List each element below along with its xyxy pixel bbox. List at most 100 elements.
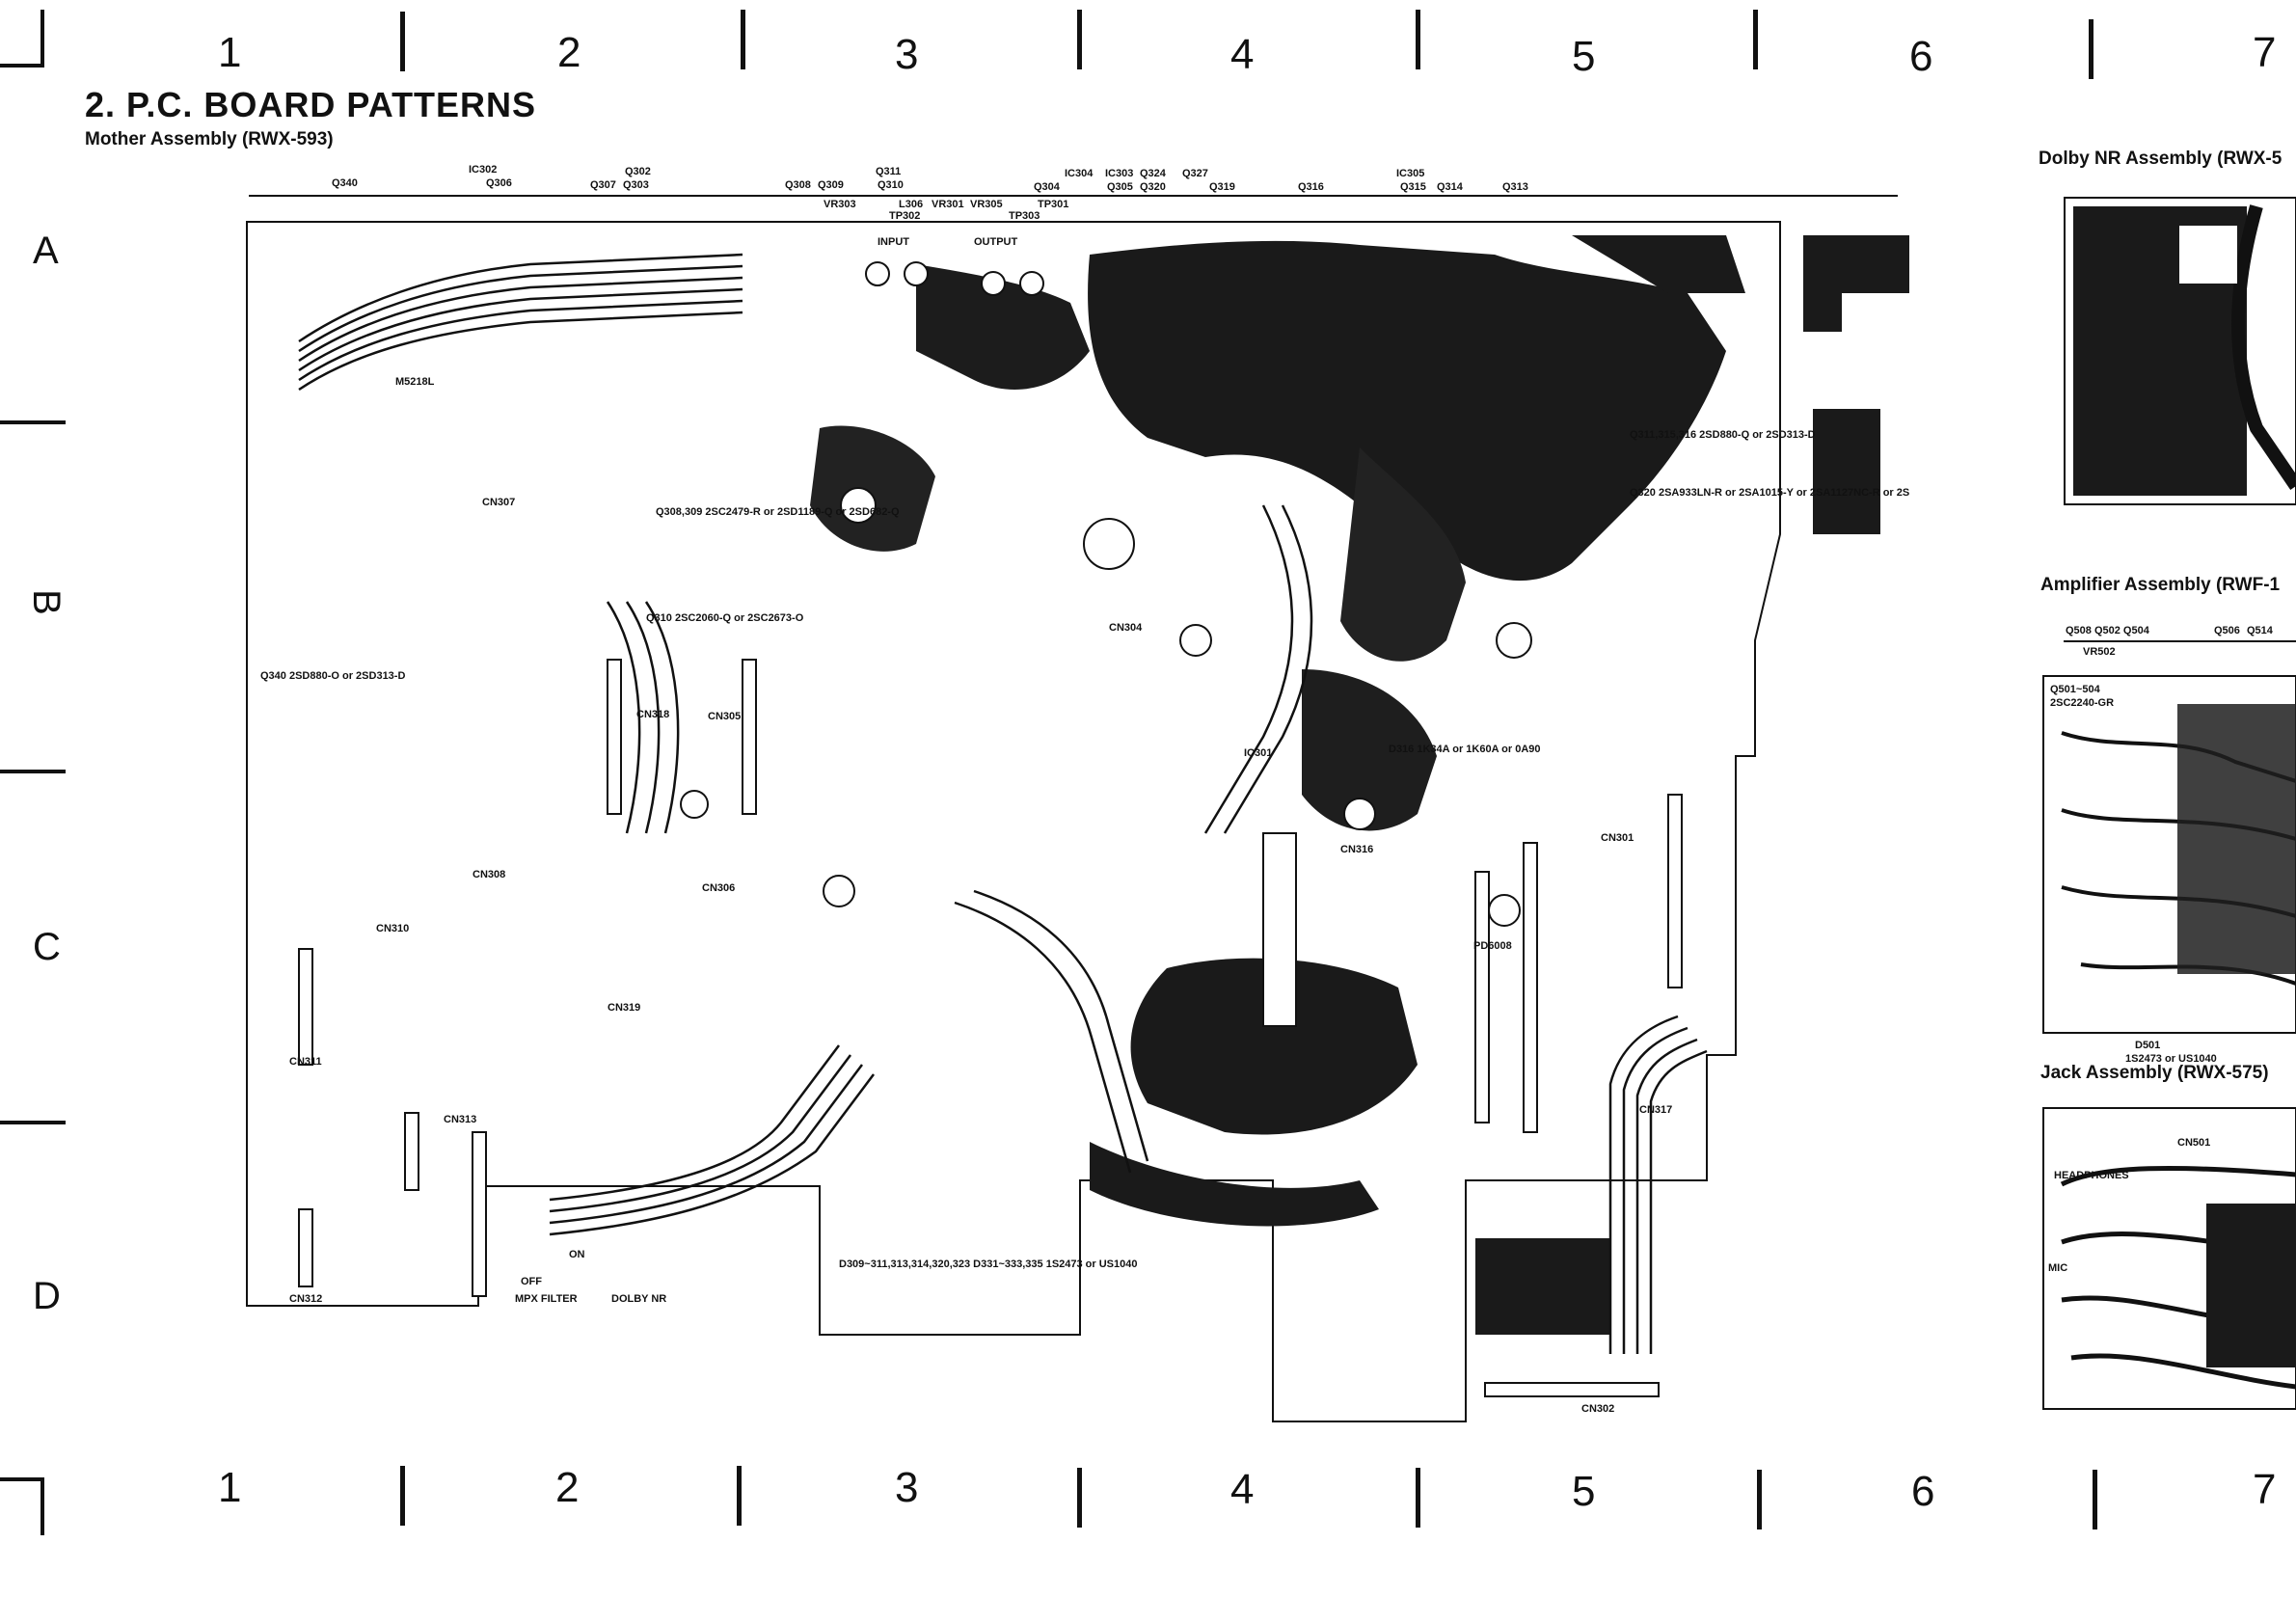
header-label: Q514 <box>2247 625 2273 636</box>
column-number-bottom: 1 <box>218 1464 242 1511</box>
copper-region <box>1572 235 1745 293</box>
header-label: Q314 <box>1437 181 1463 193</box>
header-label: Q319 <box>1209 181 1235 193</box>
row-letter: B <box>24 589 68 615</box>
col-separator-top <box>741 10 745 69</box>
row-separator <box>0 420 66 424</box>
col-separator-bottom <box>400 1466 405 1526</box>
col-separator-bottom <box>1416 1468 1420 1528</box>
row-letter: C <box>33 926 61 968</box>
connector-label: CN307 <box>482 497 515 508</box>
amplifier-pcb: Q501~504 2SC2240-GR D501 <box>2042 675 2296 1034</box>
column-number-bottom: 7 <box>2253 1466 2277 1513</box>
column-number-bottom: 3 <box>895 1464 919 1511</box>
col-separator-top <box>1416 10 1420 69</box>
connector-label: CN304 <box>1109 622 1143 634</box>
header-label: Q508 Q502 Q504 <box>2066 625 2149 636</box>
amplifier-assembly-title: Amplifier Assembly (RWF-1 <box>2040 575 2281 595</box>
header-label: IC303 <box>1105 168 1134 179</box>
note-label: Q340 2SD880-O or 2SD313-D <box>260 670 405 682</box>
column-number-top: 5 <box>1572 33 1596 80</box>
mother-pcb-diagram: INPUT OUTPUT M5218L CN307 CN318 CN305 CN… <box>246 221 1909 1422</box>
trace-bundle <box>298 253 1708 1354</box>
header-label: Q324 <box>1140 168 1166 179</box>
header-label: VR303 <box>824 199 856 210</box>
col-separator-top <box>400 12 405 71</box>
copper-region <box>1813 409 1880 534</box>
board-outline <box>246 221 1781 1422</box>
component-pads <box>680 261 1532 927</box>
header-label: Q313 <box>1502 181 1528 193</box>
column-number-top: 4 <box>1230 31 1255 78</box>
switch-label: DOLBY NR <box>611 1293 666 1305</box>
row-letter: D <box>33 1275 61 1317</box>
header-rule <box>2064 640 2296 642</box>
header-label: Q316 <box>1298 181 1324 193</box>
header-rule <box>249 195 1898 197</box>
note-label: Q310 2SC2060-Q or 2SC2673-O <box>646 612 804 624</box>
connector-label: CN313 <box>444 1114 476 1125</box>
header-label: VR502 <box>2083 646 2116 658</box>
note-label: Q311,315,316 2SD880-Q or 2SD313-D <box>1630 429 1816 441</box>
connector-label: CN301 <box>1601 832 1634 844</box>
note-label: 2SC2240-GR <box>2050 697 2114 709</box>
copper-region <box>2177 704 2296 974</box>
dolby-nr-pcb <box>2064 197 2296 505</box>
connector-label: CN302 <box>1581 1403 1614 1415</box>
row-separator <box>0 770 66 773</box>
column-number-top: 1 <box>218 29 242 76</box>
copper-region <box>2206 1204 2296 1367</box>
copper-trace <box>2231 204 2296 490</box>
switch-label: ON <box>569 1249 585 1260</box>
note-label: D309~311,313,314,320,323 D331~333,335 1S… <box>839 1259 1138 1270</box>
column-number-top: 3 <box>895 31 919 78</box>
note-label: D316 1K34A or 1K60A or 0A90 <box>1389 744 1541 755</box>
copper-region <box>1088 240 1726 582</box>
connector-label: CN318 <box>636 709 669 720</box>
jack-pcb: HEADPHONES CN501 MIC <box>2042 1107 2296 1410</box>
connector-label: CN501 <box>2177 1137 2210 1149</box>
header-label: IC304 <box>1065 168 1094 179</box>
col-separator-top <box>1753 10 1758 69</box>
col-separator-bottom <box>1077 1468 1082 1528</box>
connector-label: CN311 <box>289 1056 322 1068</box>
copper-region <box>810 425 935 552</box>
header-label: Q506 <box>2214 625 2240 636</box>
header-label: TP301 <box>1038 199 1069 210</box>
connector-label: CN319 <box>608 1002 640 1014</box>
switch-label: MPX FILTER <box>515 1293 578 1305</box>
connector-label: CN310 <box>376 923 409 934</box>
board-outline <box>2064 197 2296 505</box>
header-label: Q303 <box>623 179 649 191</box>
header-label: Q315 <box>1400 181 1426 193</box>
switch-label: OFF <box>521 1276 542 1287</box>
header-label: Q306 <box>486 177 512 189</box>
header-label: IC305 <box>1396 168 1425 179</box>
header-label: Q305 <box>1107 181 1133 193</box>
header-label: TP303 <box>1009 210 1040 222</box>
note-label: Q501~504 <box>2050 684 2101 695</box>
ic-label: IC301 <box>1244 747 1272 759</box>
ic-label: PD6008 <box>1473 940 1512 952</box>
header-label: VR301 <box>932 199 964 210</box>
header-label: L306 <box>899 199 924 210</box>
footer-label: D501 <box>2135 1040 2161 1051</box>
connector-label: CN317 <box>1639 1104 1672 1116</box>
column-number-bottom: 6 <box>1911 1468 1935 1515</box>
corner-mark-bottom-left <box>0 1477 44 1481</box>
board-outline <box>2042 1107 2296 1410</box>
header-label: Q307 <box>590 179 616 191</box>
connector-label: CN308 <box>473 869 505 880</box>
col-separator-bottom <box>1757 1470 1762 1529</box>
header-label: TP302 <box>889 210 921 222</box>
column-number-top: 2 <box>557 29 581 76</box>
page-title: 2. P.C. BOARD PATTERNS <box>85 85 537 124</box>
col-separator-top <box>2089 19 2093 79</box>
copper-region <box>1302 669 1437 831</box>
header-label: Q304 <box>1034 181 1060 193</box>
copper-region <box>916 264 1090 390</box>
corner-mark-top-left <box>0 64 44 68</box>
ic-label: M5218L <box>395 376 435 388</box>
header-label: IC302 <box>469 164 498 176</box>
